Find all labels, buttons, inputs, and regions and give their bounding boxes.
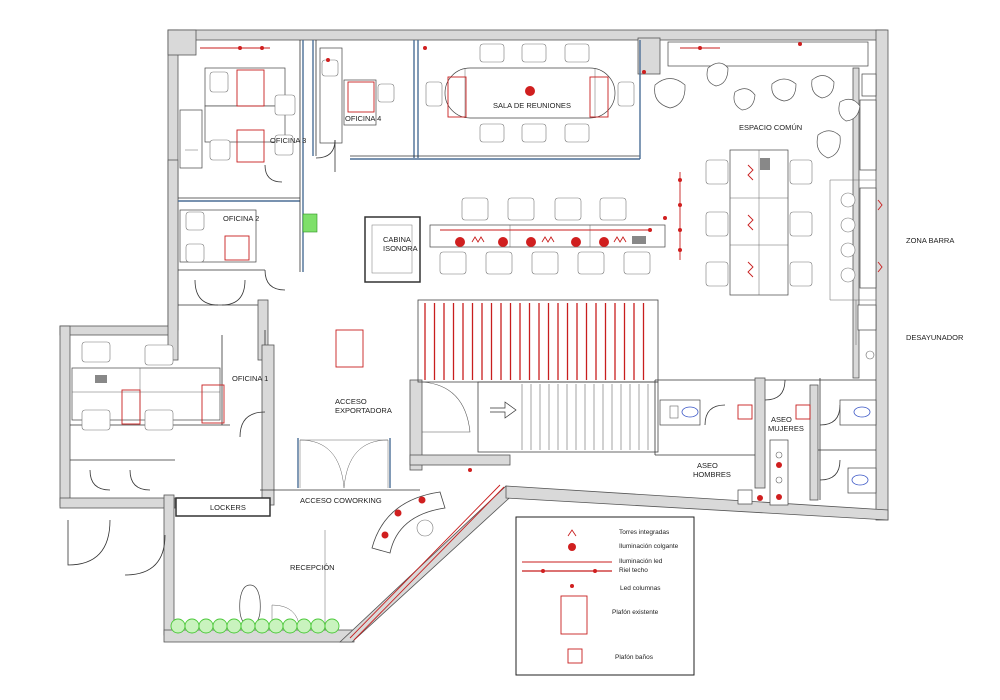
chair <box>479 123 505 143</box>
chair <box>705 159 729 185</box>
room-label-oficina-3: OFICINA 3 <box>270 136 306 145</box>
plant <box>240 618 256 634</box>
room-label-oficina-2: OFICINA 2 <box>223 214 259 223</box>
room-label-acceso-exp-line2: EXPORTADORA <box>335 406 392 415</box>
recepcion: ACCESO COWORKING RECEPCIÓN <box>170 468 505 641</box>
legend-item-colgante: Iluminación colgante <box>568 543 679 551</box>
legend: Torres integradas Iluminación colgante I… <box>515 516 695 676</box>
legend-label: Led columnas <box>620 585 661 592</box>
chair <box>599 197 627 221</box>
plant <box>310 618 326 634</box>
acceso-exportadora: ACCESO EXPORTADORA <box>297 329 392 489</box>
pendant-light <box>571 237 581 247</box>
legend-label: Torres integradas <box>619 529 670 536</box>
pendant-light <box>455 237 465 247</box>
chair <box>564 43 590 63</box>
legend-item-riel: Riel techo <box>522 567 648 574</box>
room-label-recepcion: RECEPCIÓN <box>290 563 335 572</box>
pendant-light <box>526 237 536 247</box>
cabina-isonora: CABINA ISONORA <box>364 216 421 283</box>
chair <box>507 197 535 221</box>
room-label-desayunador: DESAYUNADOR <box>906 333 964 342</box>
room-label-cabina-line1: CABINA <box>383 235 411 244</box>
chair <box>705 211 729 237</box>
oficina-3: OFICINA 3 <box>179 46 306 183</box>
room-label-lockers: LOCKERS <box>210 503 246 512</box>
plant <box>296 618 312 634</box>
chair <box>439 251 467 275</box>
room-label-aseo-mujeres-line2: MUJERES <box>768 424 804 433</box>
legend-item-torres: Torres integradas <box>567 529 670 537</box>
oficina-4: OFICINA 4 <box>315 47 395 172</box>
plant <box>254 618 270 634</box>
legend-label: Plafón baños <box>615 654 654 661</box>
chair <box>554 197 582 221</box>
lockers: LOCKERS <box>67 497 271 576</box>
legend-label: Riel techo <box>619 567 648 574</box>
chair <box>531 251 559 275</box>
tower-mark <box>541 236 555 243</box>
room-label-acceso-coworking: ACCESO COWORKING <box>300 496 382 505</box>
chair <box>564 123 590 143</box>
coworking-table <box>429 197 667 275</box>
plant <box>170 618 186 634</box>
room-label-oficina-1: OFICINA 1 <box>232 374 268 383</box>
pendant-light <box>498 237 508 247</box>
espacio-comun: ESPACIO COMÚN <box>654 41 877 296</box>
tower-mark <box>471 236 485 243</box>
plant <box>324 618 340 634</box>
room-label-sala-de-reuniones: SALA DE REUNIONES <box>493 101 571 110</box>
legend-item-plafon-existente: Plafón existente <box>560 595 659 635</box>
plant <box>212 618 228 634</box>
tower-mark <box>613 236 627 243</box>
plant <box>198 618 214 634</box>
chair <box>479 43 505 63</box>
chair <box>623 251 651 275</box>
pendant-light <box>599 237 609 247</box>
chair <box>577 251 605 275</box>
sala-de-reuniones: SALA DE REUNIONES <box>423 43 646 143</box>
room-label-acceso-exp-line1: ACCESO <box>335 397 367 406</box>
chair <box>789 211 813 237</box>
small-square-icon <box>567 648 583 664</box>
plant <box>282 618 298 634</box>
plant <box>226 618 242 634</box>
legend-label: Plafón existente <box>612 609 659 616</box>
tower-mark-icon <box>567 529 577 537</box>
chair <box>521 123 547 143</box>
room-label-aseo-hombres-line2: HOMBRES <box>693 470 731 479</box>
room-label-oficina-4: OFICINA 4 <box>345 114 381 123</box>
legend-item-led: Iluminación led <box>522 558 663 565</box>
chair <box>617 81 635 107</box>
oficina-1: OFICINA 1 <box>71 341 268 491</box>
legend-item-plafon-banos: Plafón baños <box>567 648 654 664</box>
chair <box>705 261 729 287</box>
aseos: ASEO MUJERES ASEO HOMBRES <box>659 379 877 506</box>
legend-label: Iluminación colgante <box>619 543 679 550</box>
legend-item-led-columnas: Led columnas <box>570 584 661 592</box>
pendant-dot-icon <box>568 543 576 551</box>
room-label-aseo-mujeres-line1: ASEO <box>771 415 792 424</box>
zona-barra: ZONA BARRA DESAYUNADOR <box>840 187 964 360</box>
plant <box>268 618 284 634</box>
room-label-zona-barra: ZONA BARRA <box>906 236 954 245</box>
staircase <box>417 299 659 453</box>
chair <box>425 81 443 107</box>
chair <box>485 251 513 275</box>
room-label-aseo-hombres-line1: ASEO <box>697 461 718 470</box>
chair <box>789 261 813 287</box>
chair <box>461 197 489 221</box>
oficina-2: OFICINA 2 <box>179 209 318 306</box>
small-dot-icon <box>570 584 574 588</box>
room-label-espacio-comun: ESPACIO COMÚN <box>739 123 802 132</box>
room-label-cabina-line2: ISONORA <box>383 244 418 253</box>
legend-label: Iluminación led <box>619 558 663 565</box>
chair <box>789 159 813 185</box>
large-rect-icon <box>560 595 588 635</box>
plant <box>184 618 200 634</box>
chair <box>521 43 547 63</box>
